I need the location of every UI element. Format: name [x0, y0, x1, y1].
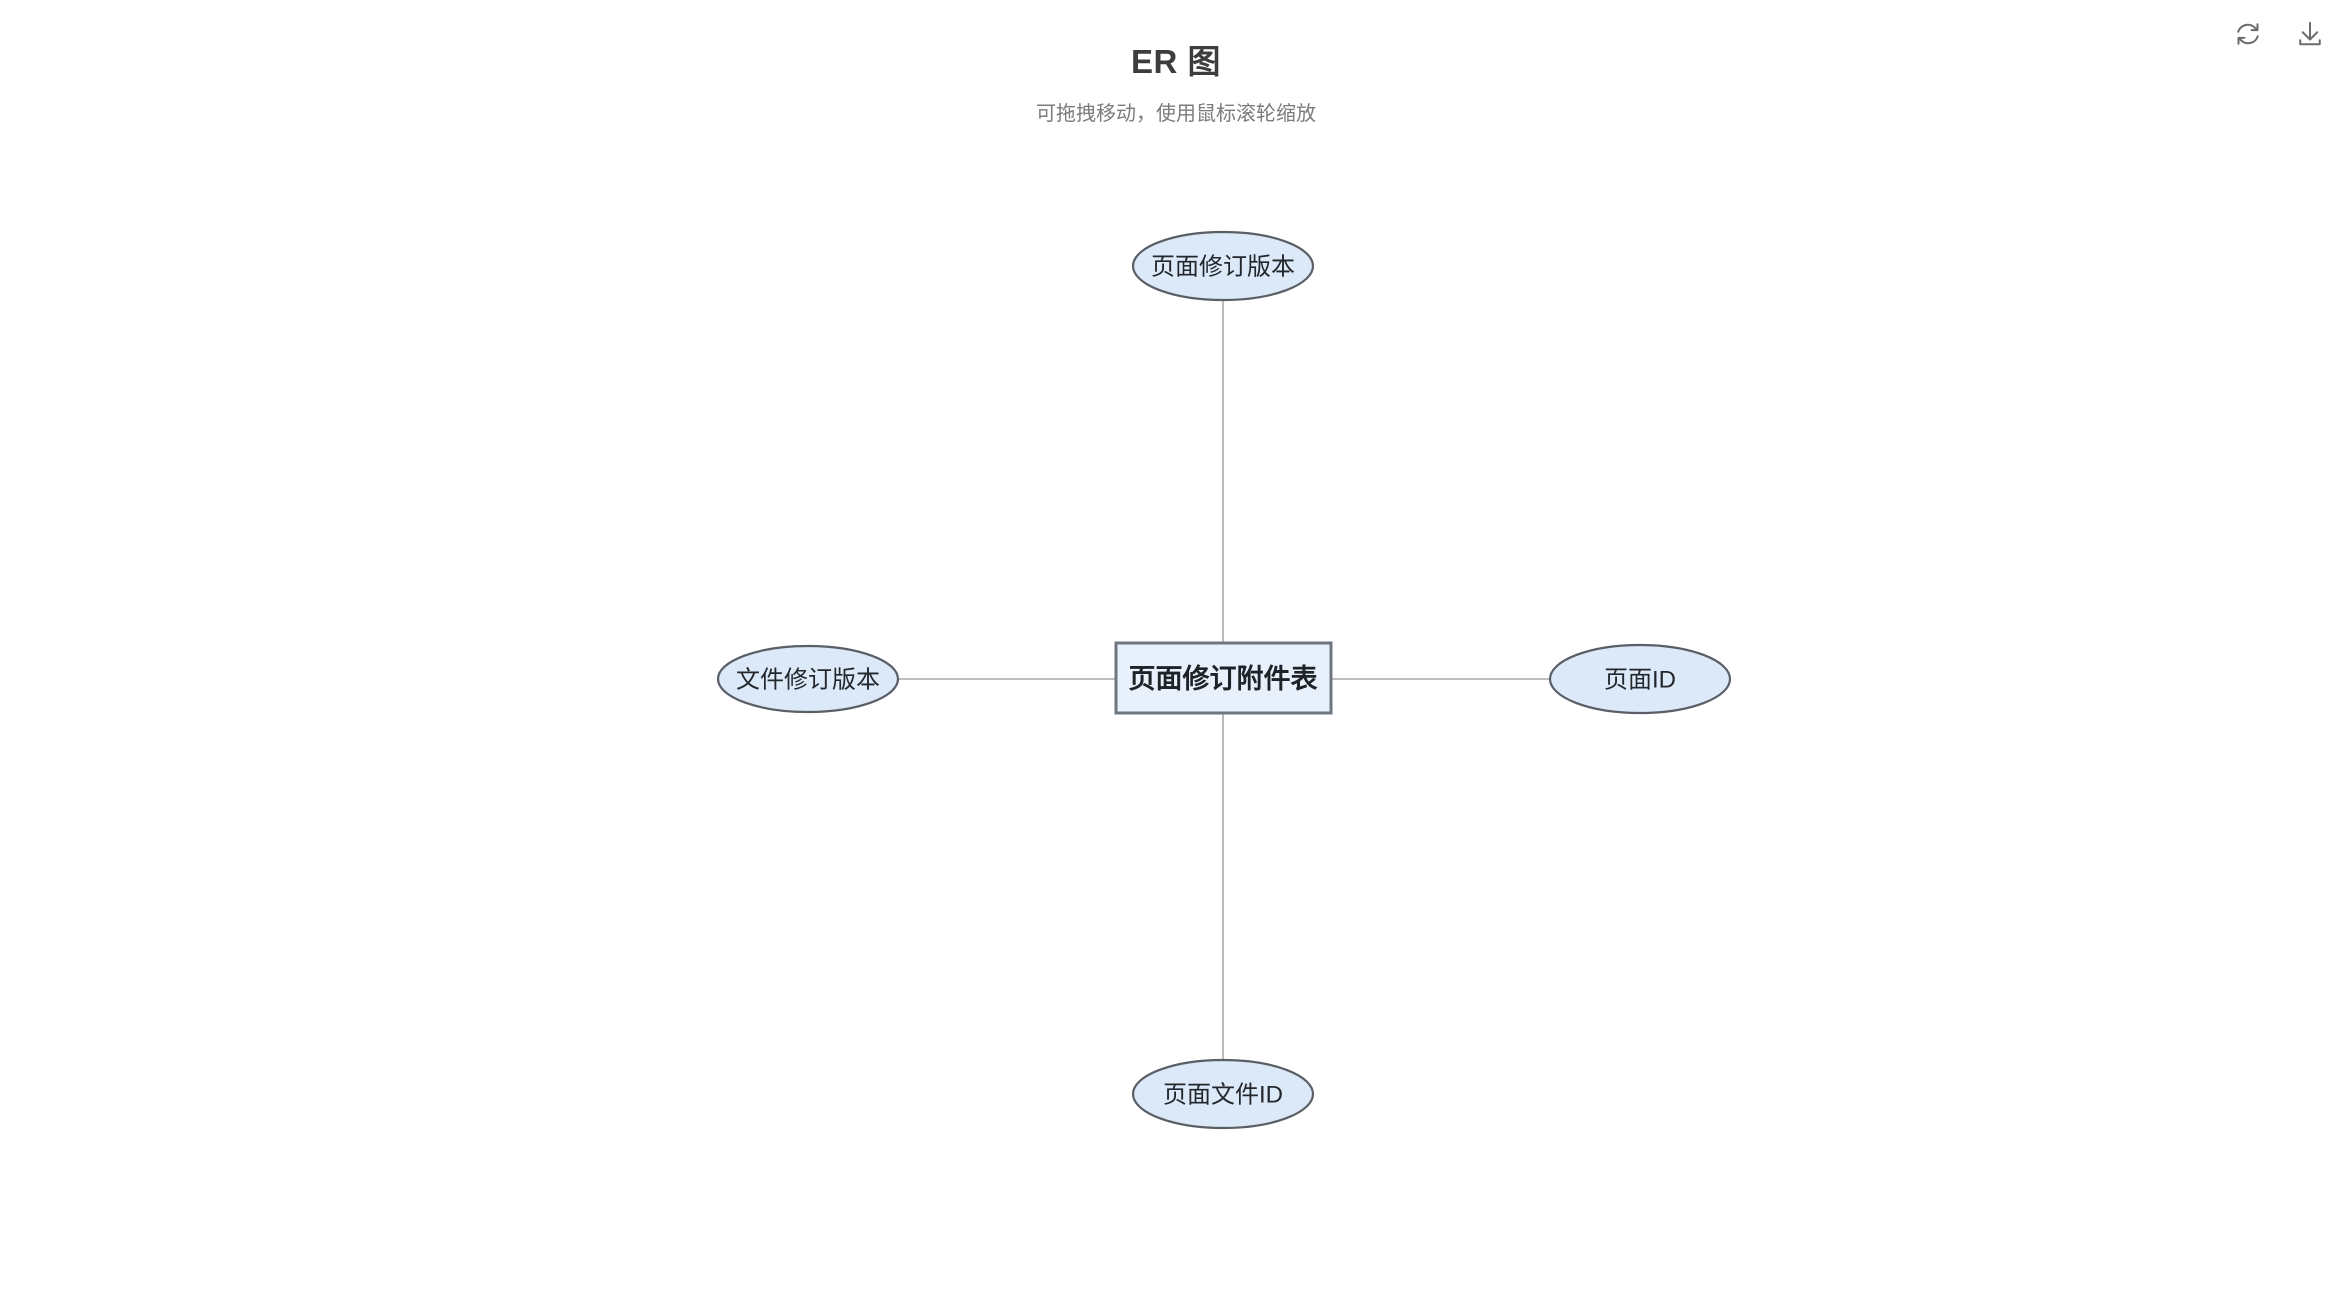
- attribute-ellipse[interactable]: [1548, 643, 1732, 715]
- download-icon-button[interactable]: [2290, 14, 2330, 54]
- attribute-label: 文件修订版本: [736, 667, 880, 694]
- attribute-label: 页面修订版本: [1151, 254, 1295, 281]
- attribute-ellipse[interactable]: [716, 644, 900, 714]
- attribute-label: 页面ID: [1604, 667, 1676, 694]
- entity-label: 页面修订附件表: [1129, 664, 1318, 694]
- canvas-toolbar: [2228, 0, 2352, 54]
- attribute-ellipse[interactable]: [1131, 230, 1315, 302]
- entity-node-page-revision-attachment-table[interactable]: 页面修订附件表: [1114, 641, 1333, 715]
- refresh-icon: [2233, 19, 2263, 49]
- edge-group: [898, 300, 1550, 1060]
- attribute-node-file-revision-version[interactable]: 文件修订版本: [716, 644, 900, 714]
- attribute-node-page-file-id[interactable]: 页面文件ID: [1131, 1058, 1315, 1130]
- attribute-node-page-id[interactable]: 页面ID: [1548, 643, 1732, 715]
- download-icon: [2295, 19, 2325, 49]
- attribute-label: 页面文件ID: [1163, 1082, 1283, 1109]
- attribute-ellipse[interactable]: [1131, 1058, 1315, 1130]
- refresh-icon-button[interactable]: [2228, 14, 2268, 54]
- attribute-node-page-revision-version[interactable]: 页面修订版本: [1131, 230, 1315, 302]
- entity-rect[interactable]: [1114, 641, 1333, 715]
